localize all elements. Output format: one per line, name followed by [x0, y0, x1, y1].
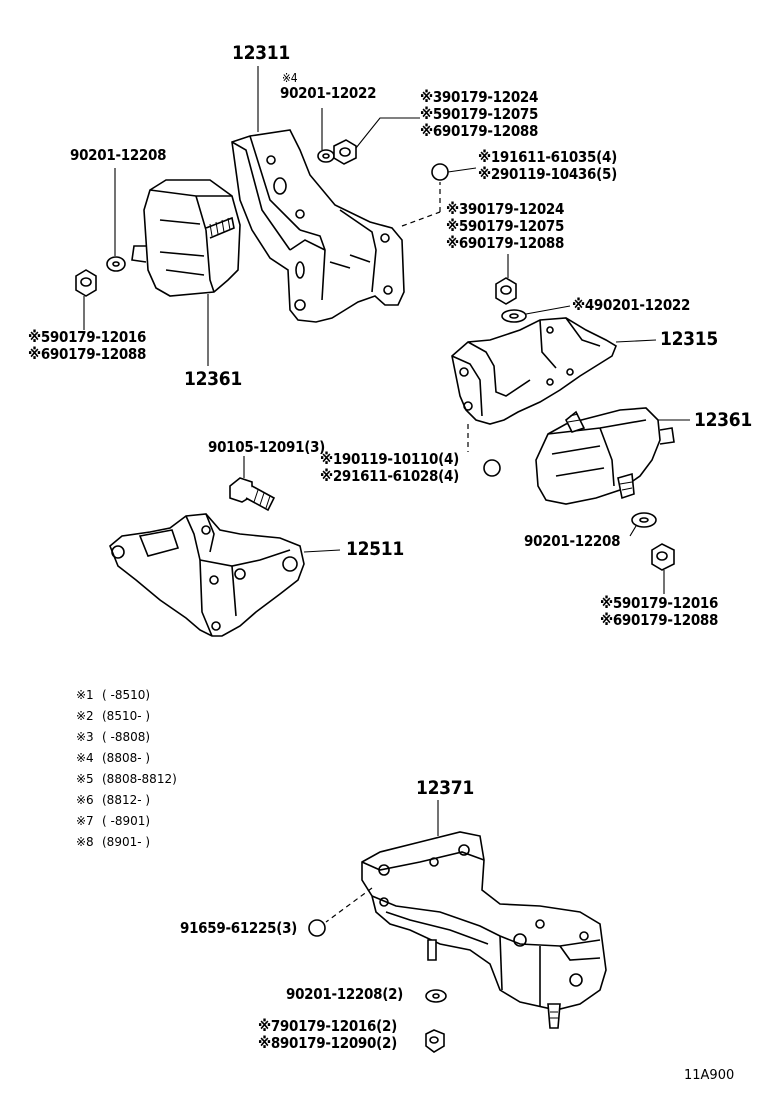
callout-mid-bolt-1: ※190119-10110(4) [320, 450, 459, 468]
crossmember-12371 [325, 800, 607, 1029]
callout-left-washer: 90201-12208 [70, 146, 167, 164]
right-nut-b [401, 163, 477, 227]
legend-row: ※5(8808-8812) [76, 772, 177, 786]
legend-row: ※3( -8808) [76, 730, 151, 744]
callout-mid-bolt-2: ※291611-61028(4) [320, 467, 459, 485]
part-12315-label: 12315 [660, 328, 718, 350]
mid-right-nut-and-washer [495, 254, 571, 323]
part-12371-label: 12371 [416, 777, 474, 799]
part-12361-right-label: 12361 [694, 409, 752, 431]
mount-12361-left [131, 179, 241, 366]
callout-top-nut-1: ※390179-12024 [420, 88, 539, 106]
period-legend: ※1( -8510) ※2(8510- ) ※3( -8808) ※4(8808… [76, 688, 236, 858]
right-washer-and-nut [629, 512, 675, 594]
legend-row: ※6(8812- ) [76, 793, 151, 807]
callout-bolt-90105: 90105-12091(3) [208, 438, 326, 456]
callout-right-washer: ※490201-12022 [572, 296, 691, 314]
bolt-90105 [229, 456, 276, 512]
top-washer-and-nut [317, 108, 420, 165]
bracket-12311 [231, 66, 405, 323]
callout-top-nut-3: ※690179-12088 [420, 122, 539, 140]
part-12311-label: 12311 [232, 42, 290, 64]
mount-12361-right [483, 407, 690, 505]
callout-bottom-bolt: 91659-61225(3) [180, 919, 298, 937]
legend-row: ※2(8510- ) [76, 709, 151, 723]
callout-right-nut-2: ※690179-12088 [600, 611, 719, 629]
bottom-fasteners [308, 919, 447, 1053]
callout-top-washer: 90201-12022 [280, 84, 377, 102]
callout-mid-nut-2: ※590179-12075 [446, 217, 565, 235]
part-12361-left-label: 12361 [184, 368, 242, 390]
callout-mid-nut-3: ※690179-12088 [446, 234, 565, 252]
legend-row: ※1( -8510) [76, 688, 151, 702]
callout-bottom-nut-2: ※890179-12090(2) [258, 1034, 397, 1052]
callout-left-nut-2: ※690179-12088 [28, 345, 147, 363]
callout-bottom-nut-1: ※790179-12016(2) [258, 1017, 397, 1035]
callout-bottom-washer: 90201-12208(2) [286, 985, 404, 1003]
callout-left-nut-1: ※590179-12016 [28, 328, 147, 346]
callout-top-nut-2: ※590179-12075 [420, 105, 539, 123]
legend-row: ※7( -8901) [76, 814, 151, 828]
callout-right-nut-b-1: ※191611-61035(4) [478, 148, 617, 166]
left-washer-and-nut [75, 168, 126, 330]
part-12511-label: 12511 [346, 538, 404, 560]
legend-row: ※4(8808- ) [76, 751, 151, 765]
callout-right-washer-2: 90201-12208 [524, 532, 621, 550]
figure-code: 11A900 [684, 1068, 735, 1083]
callout-right-nut-1: ※590179-12016 [600, 594, 719, 612]
bracket-12511 [109, 513, 341, 637]
callout-right-nut-b-2: ※290119-10436(5) [478, 165, 617, 183]
bracket-12315 [451, 317, 657, 452]
legend-row: ※8(8901- ) [76, 835, 151, 849]
callout-top-ref4: ※4 [282, 71, 298, 85]
callout-mid-nut-1: ※390179-12024 [446, 200, 565, 218]
